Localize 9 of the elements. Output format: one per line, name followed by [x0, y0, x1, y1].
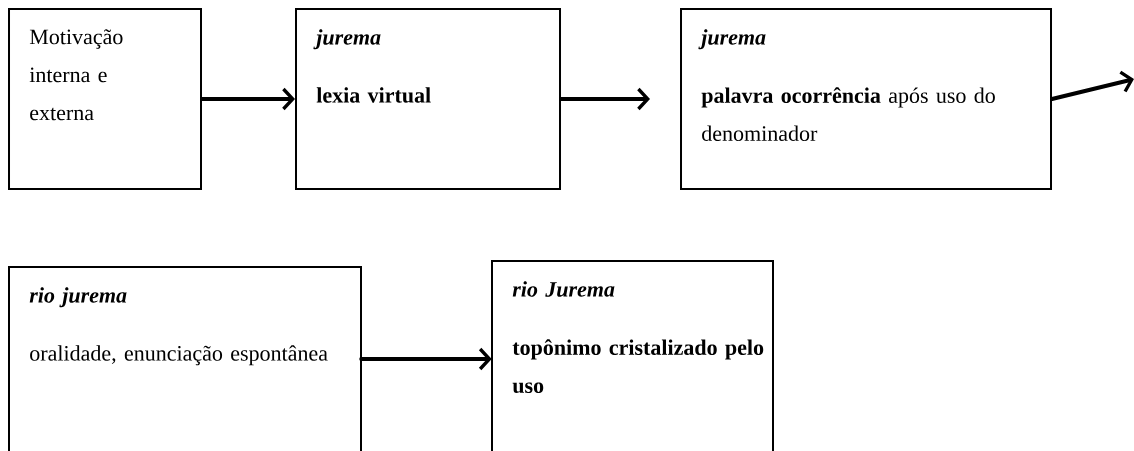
arrow — [200, 87, 295, 111]
text-box: rio Jurema topônimo cristalizado pelo uso — [491, 260, 774, 451]
arrow — [359, 347, 492, 371]
arrow — [559, 87, 650, 111]
text-box: Motivação interna e externa — [8, 8, 202, 190]
text-box: jurema lexia virtual — [295, 8, 561, 190]
arrow — [1050, 70, 1134, 101]
text-box: rio jurema oralidade, enunciação espontânea — [8, 266, 362, 451]
text-box: jurema palavra ocorrência após uso do denominador — [680, 8, 1052, 190]
